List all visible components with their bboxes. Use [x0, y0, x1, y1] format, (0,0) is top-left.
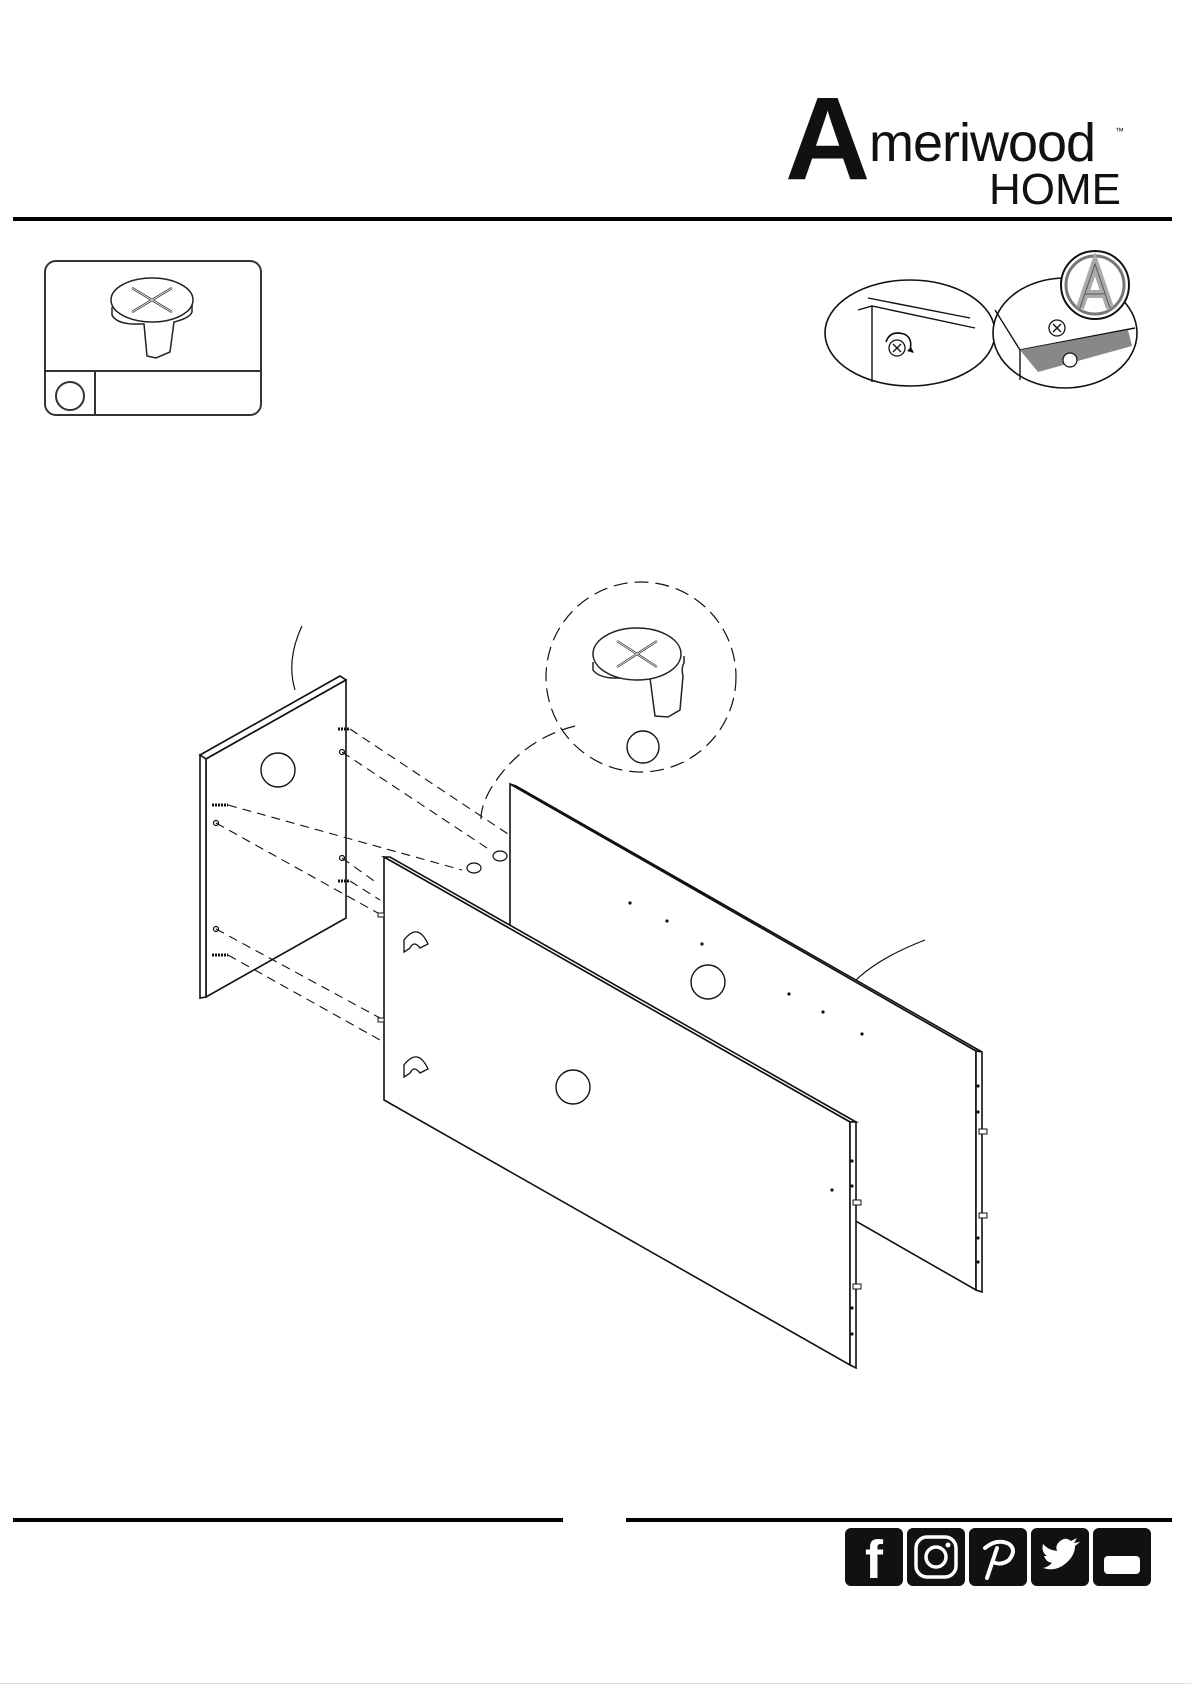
footer-divider-right: [626, 1518, 1172, 1522]
part-box-divider: [46, 370, 260, 372]
youtube-glyph: [1099, 1534, 1145, 1580]
instagram-icon[interactable]: [907, 1528, 965, 1586]
ameriwood-home-logo: A meriwood ™ HOME: [785, 80, 1125, 210]
side-panel-leader: [292, 626, 302, 690]
logo-trademark: ™: [1115, 126, 1124, 136]
facebook-icon[interactable]: f: [845, 1528, 903, 1586]
footer-divider-left: [13, 1518, 563, 1522]
page-edge-line: [0, 1683, 1191, 1684]
part-box-separator: [94, 371, 96, 414]
logo-mark: A: [785, 80, 870, 198]
side-panel: [200, 676, 346, 998]
logo-subtitle: HOME: [989, 168, 1121, 212]
twitter-icon[interactable]: [1031, 1528, 1089, 1586]
part-letter-circle: [55, 381, 85, 411]
cam-lock-icon: [44, 260, 262, 370]
twitter-glyph: [1037, 1534, 1083, 1580]
logo-wordmark: meriwood: [869, 116, 1095, 170]
youtube-icon[interactable]: [1093, 1528, 1151, 1586]
cam-lock-callout-circle: [627, 731, 659, 763]
cam-lock-rotation-detail: [820, 250, 1140, 390]
header-divider: [13, 217, 1172, 221]
cam-lock-detail-icon: [593, 628, 684, 717]
pinterest-glyph: [975, 1534, 1021, 1580]
back-panel-callout-circle: [691, 965, 725, 999]
instagram-glyph: [913, 1534, 959, 1580]
side-panel-callout-circle: [261, 753, 295, 787]
front-panel-callout-circle: [556, 1070, 590, 1104]
assembly-diagram: [0, 560, 1191, 1380]
pinterest-icon[interactable]: [969, 1528, 1027, 1586]
